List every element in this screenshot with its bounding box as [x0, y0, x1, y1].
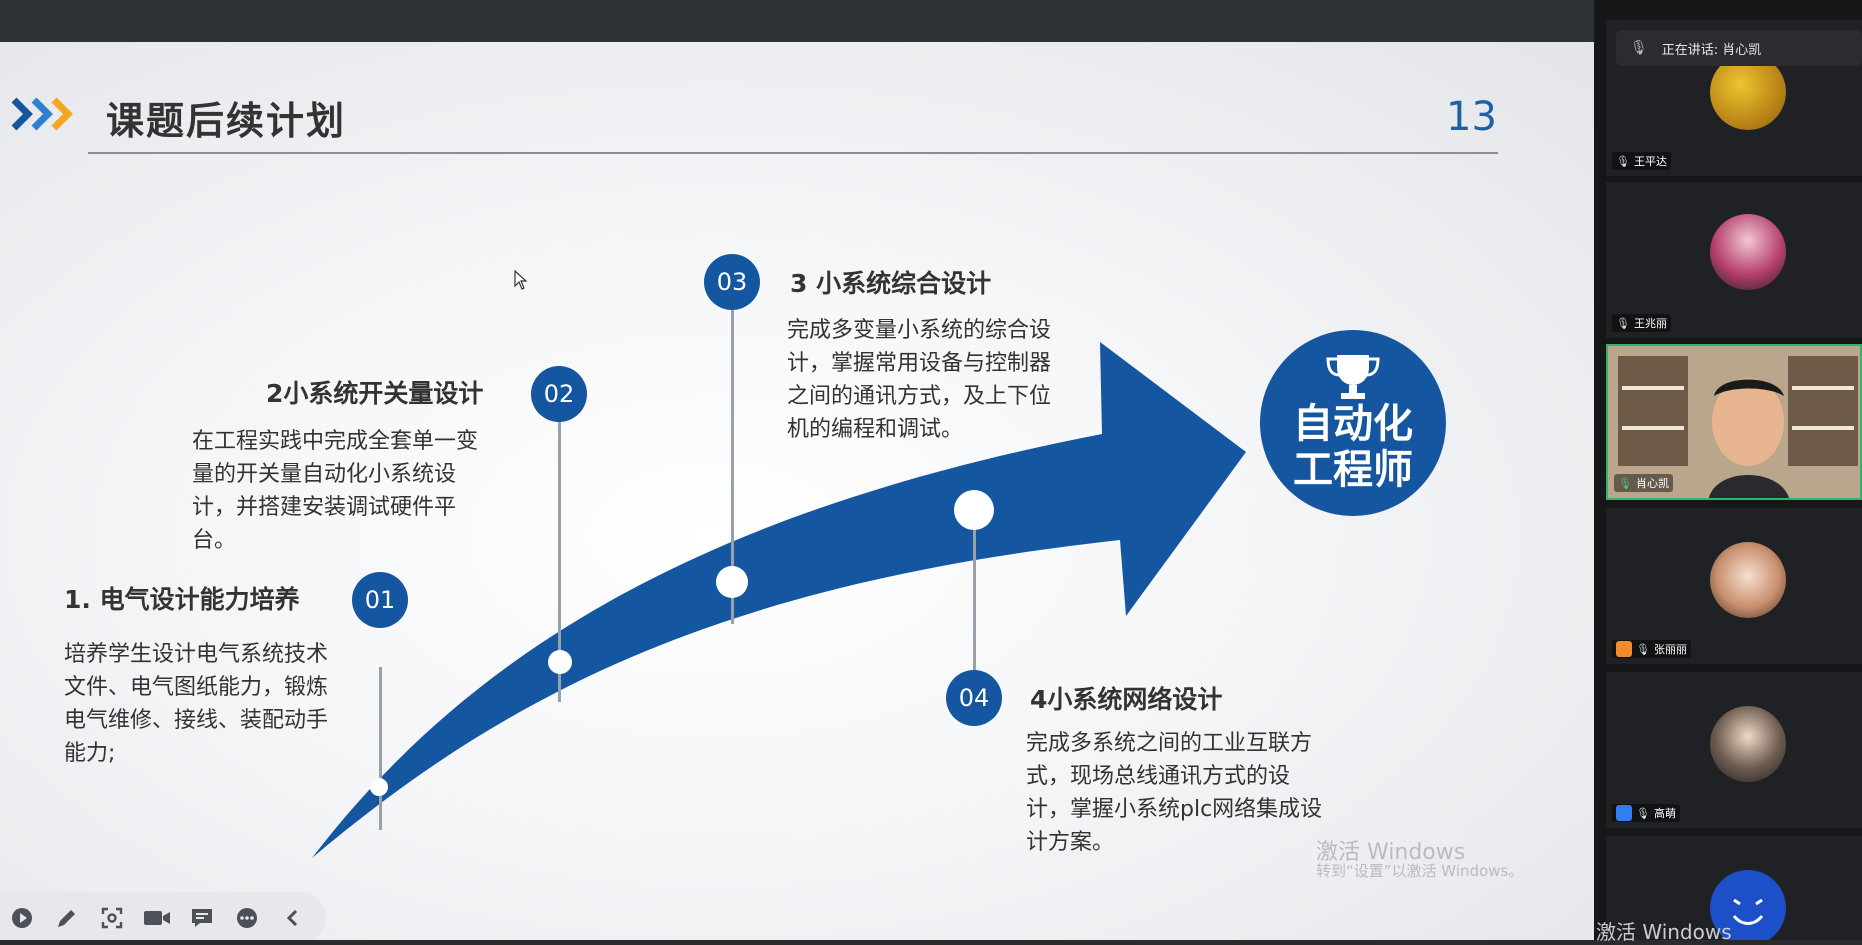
participant-name-label: 🎙 王平达 [1612, 152, 1671, 170]
participant-name-label: 🎙 张丽丽 [1612, 640, 1691, 658]
participant-tile-active-speaker[interactable]: 🎙 肖心凯 [1606, 344, 1862, 500]
participant-name: 高萌 [1653, 807, 1676, 820]
avatar [1710, 54, 1786, 130]
step-03-node [716, 566, 748, 598]
step-03-title: 3 小系统综合设计 [790, 269, 992, 298]
page-number: 13 [1446, 94, 1497, 140]
comment-icon[interactable] [188, 904, 216, 932]
slide-title: 课题后续计划 [106, 99, 347, 143]
step-01-description: 培养学生设计电气系统技术文件、电气图纸能力，锻炼电气维修、接线、装配动手能力; [64, 642, 329, 766]
step-01-node [370, 778, 388, 796]
mic-icon: 🎙 [1630, 40, 1648, 56]
activation-watermark: 激活 Windows [1316, 840, 1466, 865]
participants-panel: 🎙 王平达 🎙 正在讲话: 肖心凯 🎙 王兆丽 🎙 肖心凯 [1594, 0, 1862, 940]
mic-muted-icon: 🎙 [1616, 316, 1630, 330]
camera-icon[interactable] [143, 904, 171, 932]
step-01-connector [379, 667, 382, 830]
step-04-number-badge: 04 [946, 670, 1002, 726]
title-divider [88, 152, 1498, 154]
participant-tile[interactable]: 🎙 高萌 [1606, 672, 1862, 828]
participant-name-label: 🎙 王兆丽 [1612, 314, 1671, 332]
speaking-indicator: 🎙 正在讲话: 肖心凯 [1616, 30, 1862, 66]
step-01-number-badge: 01 [352, 572, 408, 628]
step-02-title: 2小系统开关量设计 [266, 379, 484, 408]
participant-tile[interactable]: 🎙 王兆丽 [1606, 182, 1862, 338]
activation-watermark-panel: 激活 Windows [1596, 920, 1732, 944]
step-02-connector [558, 422, 561, 702]
screenshot-icon[interactable] [98, 904, 126, 932]
speaking-label: 正在讲话: 肖心凯 [1661, 42, 1762, 58]
step-04-connector [973, 512, 976, 682]
step-03-description: 完成多变量小系统的综合设计，掌握常用设备与控制器之间的通讯方式，及上下位机的编程… [787, 318, 1052, 442]
avatar [1710, 214, 1786, 290]
trophy-icon [1326, 355, 1380, 399]
participant-tile[interactable]: 🎙 张丽丽 [1606, 508, 1862, 664]
activation-watermark-hint: 转到“设置”以激活 Windows。 [1316, 862, 1524, 880]
avatar [1710, 706, 1786, 782]
participant-name: 张丽丽 [1653, 643, 1687, 656]
title-chevrons-icon [11, 97, 73, 131]
participant-name: 王平达 [1633, 155, 1667, 168]
participant-name-label: 🎙 肖心凯 [1614, 474, 1673, 492]
mic-muted-icon: 🎙 [1616, 154, 1630, 168]
meeting-top-bar [0, 0, 1594, 42]
avatar [1710, 870, 1786, 940]
step-04-node [954, 490, 994, 530]
participant-tile[interactable] [1606, 836, 1862, 940]
participant-name: 肖心凯 [1635, 477, 1669, 490]
mic-active-icon: 🎙 [1618, 476, 1632, 490]
step-02-number-badge: 02 [531, 366, 587, 422]
play-icon[interactable] [8, 904, 36, 932]
user-badge-icon [1616, 805, 1632, 821]
presentation-slide: 课题后续计划 13 01 02 03 04 1. 电气设计能力培养 培养学生设计… [0, 42, 1594, 940]
step-02-node [548, 650, 572, 674]
presentation-toolbar [0, 892, 326, 940]
growth-arrow [312, 342, 1246, 858]
mic-muted-icon: 🎙 [1636, 642, 1650, 656]
goal-badge-text: 自动化工程师 [1293, 401, 1413, 493]
mic-muted-icon: 🎙 [1636, 806, 1650, 820]
pen-icon[interactable] [53, 904, 81, 932]
step-03-number-badge: 03 [704, 254, 760, 310]
mouse-cursor-icon [514, 270, 528, 290]
participant-name: 王兆丽 [1633, 317, 1667, 330]
step-04-description: 完成多系统之间的工业互联方式，现场总线通讯方式的设计，掌握小系统plc网络集成设… [1026, 731, 1323, 855]
step-03-connector [731, 310, 734, 624]
avatar [1710, 542, 1786, 618]
step-02-description: 在工程实践中完成全套单一变量的开关量自动化小系统设计，并搭建安装调试硬件平台。 [192, 429, 479, 553]
participant-name-label: 🎙 高萌 [1612, 804, 1680, 822]
step-01-title: 1. 电气设计能力培养 [64, 585, 300, 614]
smiley-icon [1732, 898, 1764, 925]
goal-badge: 自动化工程师 [1260, 330, 1446, 516]
participant-video [1608, 346, 1860, 498]
collapse-icon[interactable] [278, 904, 306, 932]
step-04-title: 4小系统网络设计 [1030, 685, 1223, 714]
host-badge-icon [1616, 641, 1632, 657]
more-icon[interactable] [233, 904, 261, 932]
